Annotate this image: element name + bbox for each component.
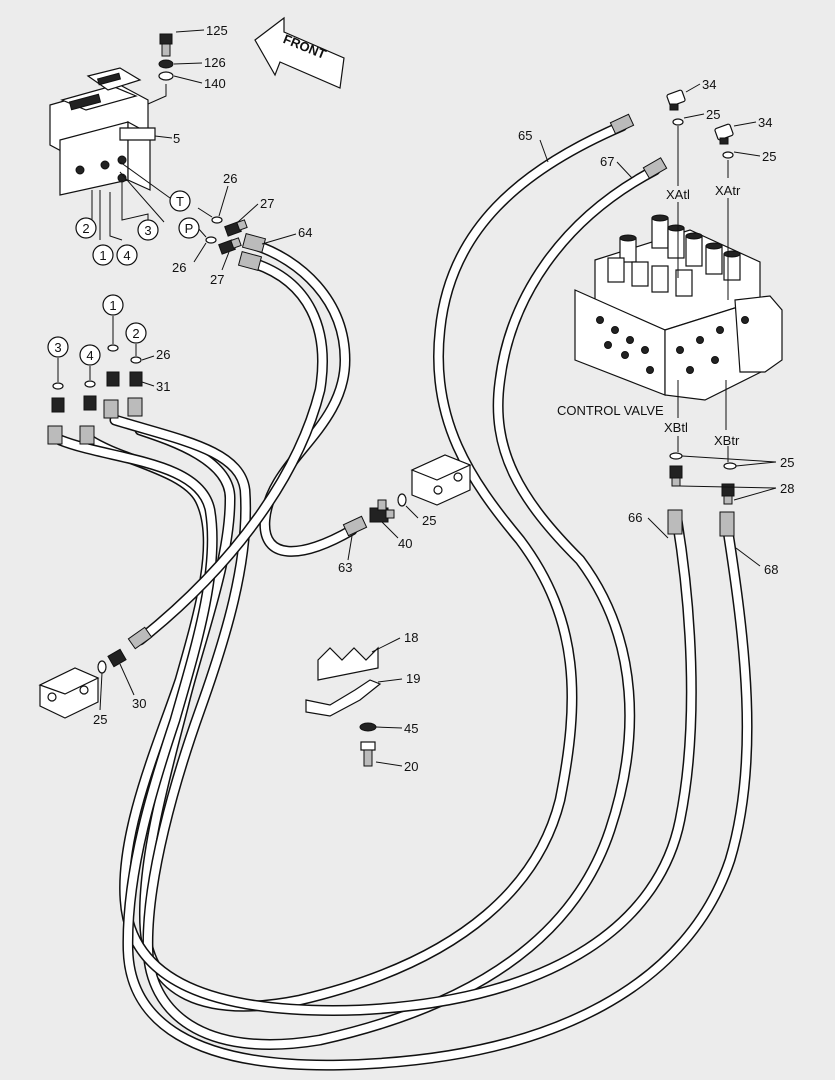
circled-number-1-top: 1 bbox=[92, 244, 114, 266]
port-label-xatl: XAtl bbox=[666, 187, 690, 202]
hose-end-fittings bbox=[47, 113, 735, 650]
svg-text:4: 4 bbox=[123, 248, 130, 263]
svg-text:3: 3 bbox=[144, 223, 151, 238]
circled-number-2-top: 2 bbox=[75, 217, 97, 239]
svg-text:1: 1 bbox=[109, 298, 116, 313]
part-number-45: 45 bbox=[404, 721, 418, 736]
part-number-25-xatl: 25 bbox=[706, 107, 720, 122]
fitting-28-left bbox=[669, 465, 683, 487]
o-ring-25-xbtl bbox=[669, 452, 683, 460]
svg-text:P: P bbox=[185, 221, 194, 236]
part-number-27-upper: 27 bbox=[260, 196, 274, 211]
part-number-19: 19 bbox=[406, 671, 420, 686]
o-ring-26-lower bbox=[205, 236, 217, 244]
circled-number-2-left: 2 bbox=[125, 322, 147, 344]
o-ring-25-tee bbox=[397, 493, 407, 507]
bolt-125 bbox=[159, 33, 173, 57]
manifold-block-left bbox=[38, 667, 100, 719]
port-circle-t: T bbox=[169, 190, 191, 212]
part-number-125: 125 bbox=[206, 23, 228, 38]
port-label-xbtr: XBtr bbox=[714, 433, 740, 448]
part-number-26-lower: 26 bbox=[172, 260, 186, 275]
part-number-26-upper: 26 bbox=[223, 171, 237, 186]
part-number-26-left: 26 bbox=[156, 347, 170, 362]
circled-number-3-left: 3 bbox=[47, 336, 69, 358]
bolt-20 bbox=[360, 741, 376, 767]
tee-fitting-40 bbox=[369, 499, 395, 523]
o-ring-25-xbtr bbox=[723, 462, 737, 470]
fitting-30 bbox=[107, 648, 127, 668]
valve-ports bbox=[596, 316, 749, 374]
circled-number-1-left: 1 bbox=[102, 294, 124, 316]
port-circle-p: P bbox=[178, 217, 200, 239]
washer-140 bbox=[158, 71, 174, 81]
svg-text:T: T bbox=[176, 194, 184, 209]
o-ring-25-block bbox=[97, 660, 107, 674]
part-number-25-tee: 25 bbox=[422, 513, 436, 528]
fitting-27-lower bbox=[218, 237, 242, 255]
hose-63 bbox=[134, 256, 328, 646]
left-fittings bbox=[51, 344, 143, 413]
bracket-19 bbox=[305, 679, 382, 717]
control-valve-label: CONTROL VALVE bbox=[557, 403, 664, 418]
circled-number-3-top: 3 bbox=[137, 219, 159, 241]
elbow-34-right bbox=[714, 123, 734, 145]
svg-text:2: 2 bbox=[82, 221, 89, 236]
o-ring-25-xatr bbox=[722, 151, 734, 159]
part-number-66: 66 bbox=[628, 510, 642, 525]
part-number-68: 68 bbox=[764, 562, 778, 577]
svg-text:1: 1 bbox=[99, 248, 106, 263]
hose-67 bbox=[109, 164, 661, 1050]
part-number-labels: 125 126 140 5 26 27 64 27 26 34 25 34 25… bbox=[93, 23, 794, 774]
part-number-34-right: 34 bbox=[758, 115, 772, 130]
part-number-30: 30 bbox=[132, 696, 146, 711]
part-number-20: 20 bbox=[404, 759, 418, 774]
part-number-126: 126 bbox=[204, 55, 226, 70]
port-label-xatr: XAtr bbox=[715, 183, 741, 198]
o-ring-26-upper bbox=[211, 216, 223, 224]
port-label-xbtl: XBtl bbox=[664, 420, 688, 435]
front-arrow: FRONT bbox=[254, 16, 345, 89]
fitting-27-upper bbox=[224, 219, 248, 237]
hose-64 bbox=[249, 239, 358, 557]
part-number-65: 65 bbox=[518, 128, 532, 143]
control-valve bbox=[574, 214, 783, 401]
svg-text:4: 4 bbox=[86, 348, 93, 363]
part-number-25-block: 25 bbox=[93, 712, 107, 727]
manifold-block-right bbox=[410, 454, 472, 506]
pilot-valve bbox=[49, 67, 156, 196]
washer-126 bbox=[158, 59, 174, 69]
part-number-25-xb: 25 bbox=[780, 455, 794, 470]
svg-text:3: 3 bbox=[54, 340, 61, 355]
part-number-31: 31 bbox=[156, 379, 170, 394]
hose-68 bbox=[54, 434, 753, 1071]
part-number-140: 140 bbox=[204, 76, 226, 91]
part-number-34-left: 34 bbox=[702, 77, 716, 92]
part-number-28: 28 bbox=[780, 481, 794, 496]
part-number-27-lower: 27 bbox=[210, 272, 224, 287]
washer-45 bbox=[359, 722, 377, 732]
part-number-5: 5 bbox=[173, 131, 180, 146]
part-number-18: 18 bbox=[404, 630, 418, 645]
elbow-34-left bbox=[666, 89, 686, 111]
hose-group bbox=[54, 120, 753, 1071]
clamp-18 bbox=[317, 646, 379, 681]
circled-number-4-top: 4 bbox=[116, 244, 138, 266]
o-ring-25-xatl bbox=[672, 118, 684, 126]
svg-text:2: 2 bbox=[132, 326, 139, 341]
part-number-25-xatr: 25 bbox=[762, 149, 776, 164]
part-number-67: 67 bbox=[600, 154, 614, 169]
part-number-64: 64 bbox=[298, 225, 312, 240]
part-number-40: 40 bbox=[398, 536, 412, 551]
part-number-63: 63 bbox=[338, 560, 352, 575]
circled-number-4-left: 4 bbox=[79, 344, 101, 366]
